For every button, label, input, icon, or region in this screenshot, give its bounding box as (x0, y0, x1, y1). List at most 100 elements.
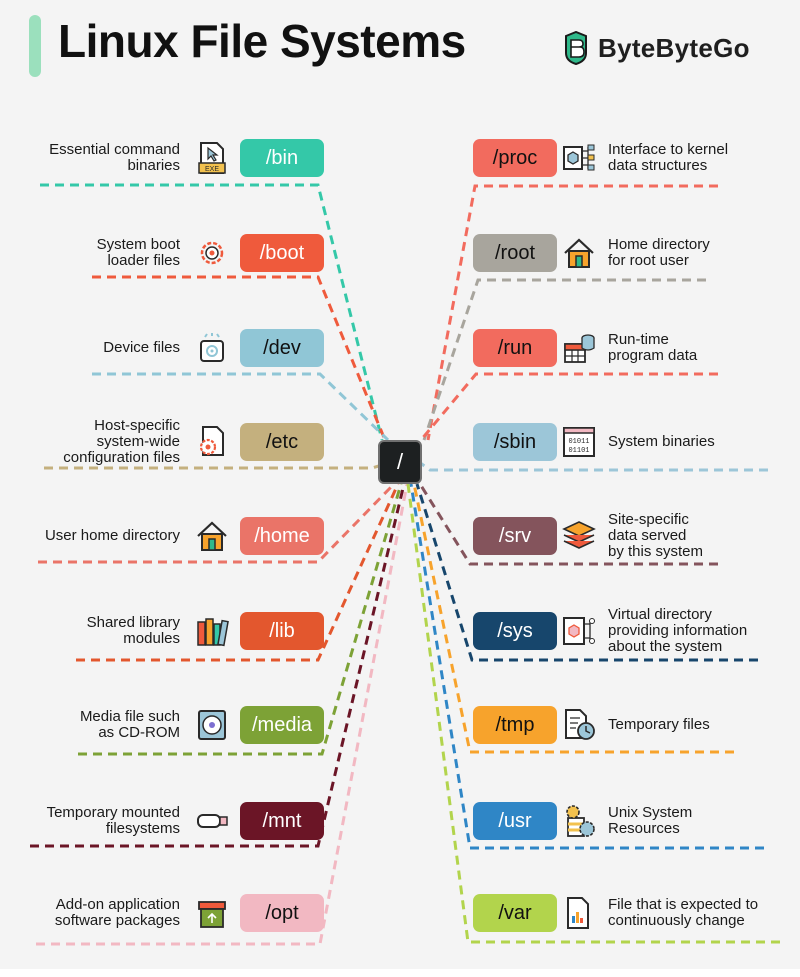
dir-box-mnt: /mnt (240, 802, 324, 840)
description-line: Media file such (79, 708, 180, 725)
connector-sys (415, 483, 758, 662)
description-line: by this system (608, 543, 704, 560)
description-line: for root user (608, 252, 689, 269)
description-line: Interface to kernel (608, 141, 729, 158)
connector-media (78, 483, 403, 756)
description-line: software packages (54, 912, 180, 929)
description-line: User home directory (44, 527, 180, 544)
dir-path-label: /opt (265, 901, 299, 924)
dir-box-tmp: /tmp (473, 706, 557, 744)
dir-box-media: /media (240, 706, 324, 744)
description-line: Shared library (86, 614, 180, 631)
virtual-cube-icon (562, 614, 596, 648)
description-line: Temporary files (608, 716, 710, 733)
house-icon (195, 519, 229, 553)
dir-path-label: /lib (269, 619, 295, 642)
title-accent-bar (29, 15, 41, 77)
dir-box-boot: /boot (240, 234, 324, 272)
exe-file-cursor-icon: EXE (195, 141, 229, 175)
connector-mnt (30, 483, 406, 848)
dir-box-lib: /lib (240, 612, 324, 650)
dir-box-sys: /sys (473, 612, 557, 650)
dir-path-label: /sys (497, 619, 533, 642)
connector-lib (76, 483, 400, 662)
connector-srv (418, 483, 718, 566)
usb-drive-icon (195, 804, 229, 838)
connector-home (38, 482, 396, 564)
connector-bin (40, 183, 384, 441)
root-label: / (396, 449, 404, 474)
dir-box-opt: /opt (240, 894, 324, 932)
dir-box-dev: /dev (240, 329, 324, 367)
svg-text:01011: 01011 (568, 438, 589, 446)
layered-stack-icon (562, 519, 596, 553)
dir-description: System binaries (608, 434, 715, 450)
description-line: Temporary mounted (46, 804, 180, 821)
description-line: Site-specific (608, 511, 689, 528)
dir-box-root: /root (473, 234, 557, 272)
dir-path-label: /home (254, 524, 310, 547)
dir-description: Temporary files (608, 717, 710, 733)
description-line: File that is expected to (608, 896, 759, 913)
dir-box-var: /var (473, 894, 557, 932)
root-directory-node: / (378, 440, 422, 484)
description-line: system-wide (96, 433, 180, 450)
dir-path-label: /mnt (262, 809, 302, 832)
dir-path-label: /proc (492, 146, 538, 169)
dir-path-label: /media (251, 713, 313, 736)
dir-box-home: /home (240, 517, 324, 555)
gear-icon (195, 236, 229, 270)
connector-run (419, 372, 718, 441)
dir-box-proc: /proc (473, 139, 557, 177)
dir-box-bin: /bin (240, 139, 324, 177)
dir-box-run: /run (473, 329, 557, 367)
brand: ByteByteGo (562, 30, 750, 66)
temp-file-clock-icon (562, 708, 596, 742)
description-line: filesystems (105, 820, 180, 837)
description-line: Virtual directory (608, 606, 712, 623)
connector-dev (92, 372, 390, 442)
dir-box-usr: /usr (473, 802, 557, 840)
dir-box-sbin: /sbin (473, 423, 557, 461)
description-line: System boot (96, 236, 180, 253)
connector-boot (92, 275, 387, 441)
device-icon (195, 331, 229, 365)
runtime-data-icon (562, 331, 596, 365)
description-line: data served (608, 527, 687, 544)
connector-proc (426, 184, 718, 441)
bytebytego-logo-icon (565, 31, 587, 65)
description-line: Home directory (608, 236, 710, 253)
dir-description: Device files (103, 340, 180, 356)
description-line: binaries (127, 157, 180, 174)
kernel-structure-icon (562, 141, 596, 175)
brand-name: ByteByteGo (598, 32, 750, 63)
description-line: System binaries (608, 433, 715, 450)
dir-path-label: /boot (259, 241, 305, 264)
chart-file-icon (562, 896, 596, 930)
description-line: loader files (107, 252, 180, 269)
connector-tmp (412, 483, 734, 754)
svg-text:EXE: EXE (205, 166, 219, 173)
description-line: providing information (608, 622, 748, 639)
books-icon (195, 614, 229, 648)
description-line: program data (608, 347, 698, 364)
dir-box-etc: /etc (240, 423, 324, 461)
description-line: Add-on application (55, 896, 180, 913)
dir-path-label: /tmp (495, 713, 535, 736)
cd-rom-icon (195, 708, 229, 742)
